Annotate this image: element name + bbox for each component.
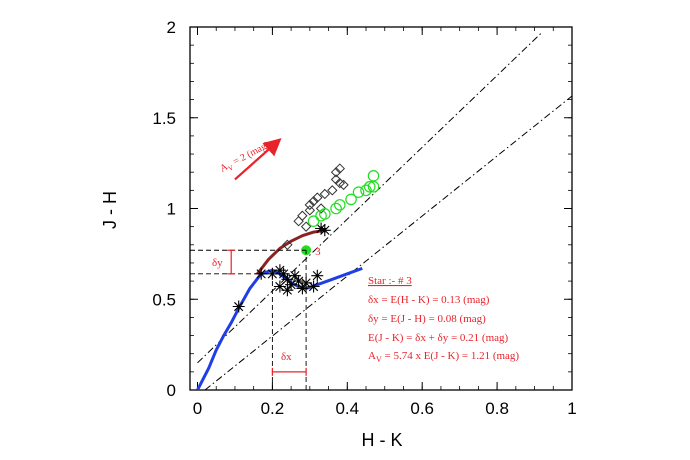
- asterisk-point: [296, 282, 309, 295]
- reddening-line-upper: [197, 32, 543, 364]
- asterisk-point: [285, 278, 298, 291]
- x-tick-label: 0.4: [335, 399, 359, 418]
- delta-x-label: δx: [281, 351, 292, 363]
- diamond-point: [297, 210, 308, 221]
- reddening-vector-label-sub: V: [227, 164, 235, 173]
- asterisk-point: [318, 224, 331, 237]
- x-axis-ticks: 0 0.2 0.4 0.6 0.8 1: [193, 399, 577, 418]
- plot-area: [189, 26, 573, 391]
- x-tick-label: 0: [193, 399, 202, 418]
- diamond-point: [304, 199, 316, 211]
- annotation-av-sub: V: [376, 355, 382, 364]
- diamond-point: [338, 179, 349, 191]
- asterisk-point: [292, 275, 305, 288]
- highlighted-star-label: 3: [315, 246, 321, 258]
- annotation-av-rest: = 5.74 x E(J - K) = 1.21 (mag): [382, 350, 520, 362]
- y-tick-label: 0.5: [152, 290, 176, 309]
- green-circle-point: [363, 180, 376, 193]
- annotation-line-av: AV = 5.74 x E(J - K) = 1.21 (mag): [368, 350, 519, 364]
- asterisk-point: [281, 284, 294, 297]
- diamond-point: [312, 192, 323, 203]
- annotation-line: δx = E(H - K) = 0.13 (mag): [368, 294, 490, 306]
- giant-locus-line: [256, 228, 326, 275]
- x-axis-title: H - K: [361, 430, 402, 450]
- asterisk-point: [232, 300, 245, 313]
- annotation-block: Star :- # 3 δx = E(H - K) = 0.13 (mag) δ…: [368, 275, 519, 364]
- diamond-point: [319, 188, 331, 200]
- green-circle-point: [307, 215, 320, 228]
- diamond-point: [300, 221, 312, 232]
- asterisk-point: [273, 280, 286, 293]
- diamond-point: [315, 203, 327, 214]
- annotation-line: δy = E(J - H) = 0.08 (mag): [368, 313, 486, 325]
- x-tick-label: 1: [567, 399, 576, 418]
- annotation-av-main: A: [368, 350, 376, 362]
- y-tick-label: 1: [167, 200, 176, 219]
- green-circle-point: [334, 199, 346, 211]
- y-tick-label: 0: [167, 381, 176, 400]
- x-tick-label: 0.6: [410, 399, 434, 418]
- y-tick-label: 1.5: [152, 109, 176, 128]
- annotation-heading: Star :- # 3: [368, 275, 412, 287]
- asterisk-point: [255, 267, 268, 280]
- y-axis-ticks: 0 0.5 1 1.5 2: [152, 18, 176, 400]
- delta-y-label: δy: [212, 257, 223, 269]
- diamond-point: [304, 205, 316, 216]
- guides-layer: [190, 138, 307, 390]
- annotation-line: E(J - K) = δx + δy = 0.21 (mag): [368, 332, 509, 344]
- green-circle-point: [345, 193, 357, 206]
- green-circle-point: [360, 184, 372, 197]
- diamond-point: [293, 215, 304, 227]
- x-tick-label: 0.2: [261, 399, 285, 418]
- diamond-point: [282, 239, 293, 251]
- asterisk-point: [277, 267, 290, 280]
- diamond-point: [330, 166, 342, 178]
- diamond-point: [308, 196, 319, 207]
- reddening-vector-arrow: [234, 138, 282, 181]
- asterisk-point: [281, 273, 294, 286]
- asterisk-point: [307, 280, 320, 293]
- green-circle-point: [330, 202, 342, 215]
- y-axis-title: J - H: [100, 191, 120, 229]
- asterisk-point: [288, 269, 301, 282]
- green-circle-point: [319, 208, 331, 220]
- y-tick-label: 2: [167, 18, 176, 37]
- diamond-point: [327, 185, 338, 196]
- green-circle-point: [367, 170, 380, 182]
- reddening-line-lower: [204, 95, 572, 390]
- green-circle-point: [352, 186, 365, 198]
- series-layer: [196, 32, 572, 390]
- asterisk-point: [311, 269, 324, 282]
- x-tick-label: 0.8: [485, 399, 509, 418]
- asterisk-point: [315, 222, 328, 235]
